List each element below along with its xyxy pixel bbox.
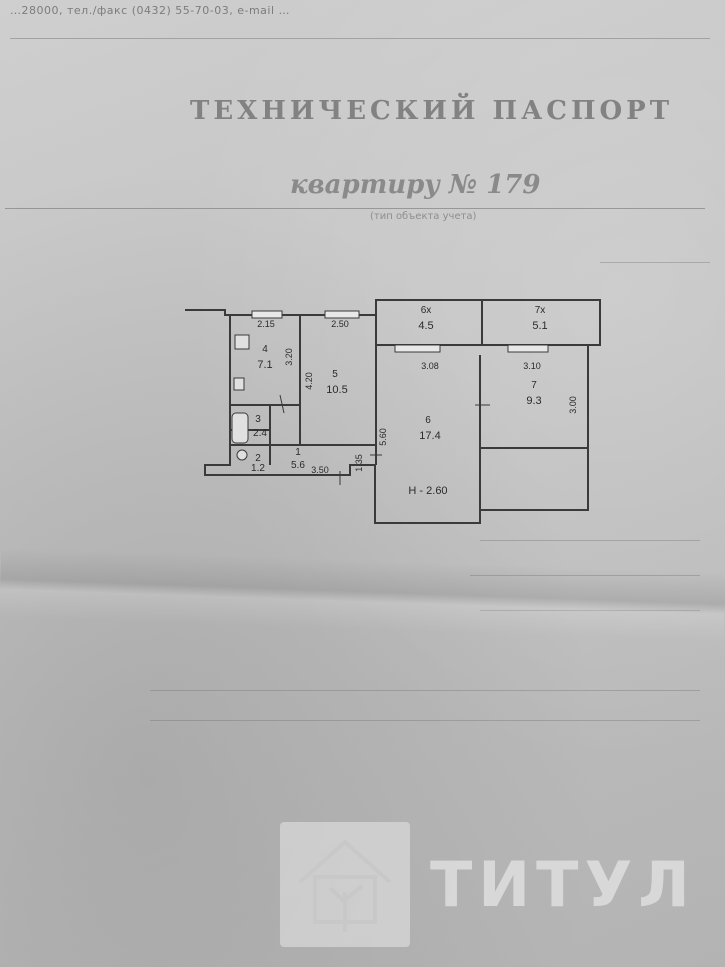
room-area: 17.4 (419, 430, 440, 442)
room-area: 5.6 (291, 460, 305, 471)
room-area: 5.1 (532, 320, 547, 332)
ghost-line (150, 720, 700, 721)
room-number: 1 (295, 447, 301, 458)
ceiling-height: Н - 2.60 (408, 485, 447, 497)
ghost-line (150, 690, 700, 691)
floor-plan: 6х 4.5 7х 5.1 4 7.1 5 10.5 6 17.4 7 9.3 … (180, 295, 610, 544)
room-area: 1.2 (251, 463, 265, 474)
dimension-label: 2.50 (331, 319, 349, 329)
room-number: 2 (255, 453, 261, 464)
house-tree-logo-icon (280, 822, 410, 947)
ghost-line (480, 610, 700, 611)
dimension-label: 3.20 (284, 348, 294, 366)
room-number: 7х (535, 305, 546, 316)
room-number: 3 (255, 414, 261, 425)
ghost-line (480, 540, 700, 541)
room-number: 6х (421, 305, 432, 316)
room-area: 10.5 (326, 384, 347, 396)
header-fragment: …28000, тел./факс (0432) 55-70-03, e-mai… (10, 4, 710, 39)
subtitle-rule (5, 208, 705, 209)
dimension-label: 4.20 (304, 372, 314, 390)
watermark: ТИТУЛ (280, 822, 700, 952)
ghost-line (470, 575, 700, 576)
dimension-label: 2.15 (257, 319, 275, 329)
room-number: 4 (262, 344, 268, 355)
document-subtitle: квартиру № 179 (290, 170, 541, 200)
floor-plan-drawing: 6х 4.5 7х 5.1 4 7.1 5 10.5 6 17.4 7 9.3 … (185, 299, 601, 524)
dimension-label: 1.35 (354, 454, 364, 472)
watermark-brand: ТИТУЛ (430, 848, 696, 921)
room-area: 2.4 (253, 428, 267, 439)
subtitle-caption: (тип объекта учета) (370, 211, 477, 222)
dimension-label: 3.00 (568, 396, 578, 414)
room-area: 4.5 (418, 320, 433, 332)
room-area: 7.1 (257, 359, 272, 371)
dimension-label: 3.50 (311, 465, 329, 475)
room-number: 5 (332, 369, 338, 380)
dimension-label: 3.10 (523, 361, 541, 371)
room-area: 9.3 (526, 395, 541, 407)
dimension-label: 3.08 (421, 361, 439, 371)
room-number: 7 (531, 380, 537, 391)
ghost-line (600, 262, 710, 263)
room-number: 6 (425, 415, 431, 426)
document-title: ТЕХНИЧЕСКИЙ ПАСПОРТ (190, 96, 674, 126)
dimension-label: 5.60 (378, 428, 388, 446)
